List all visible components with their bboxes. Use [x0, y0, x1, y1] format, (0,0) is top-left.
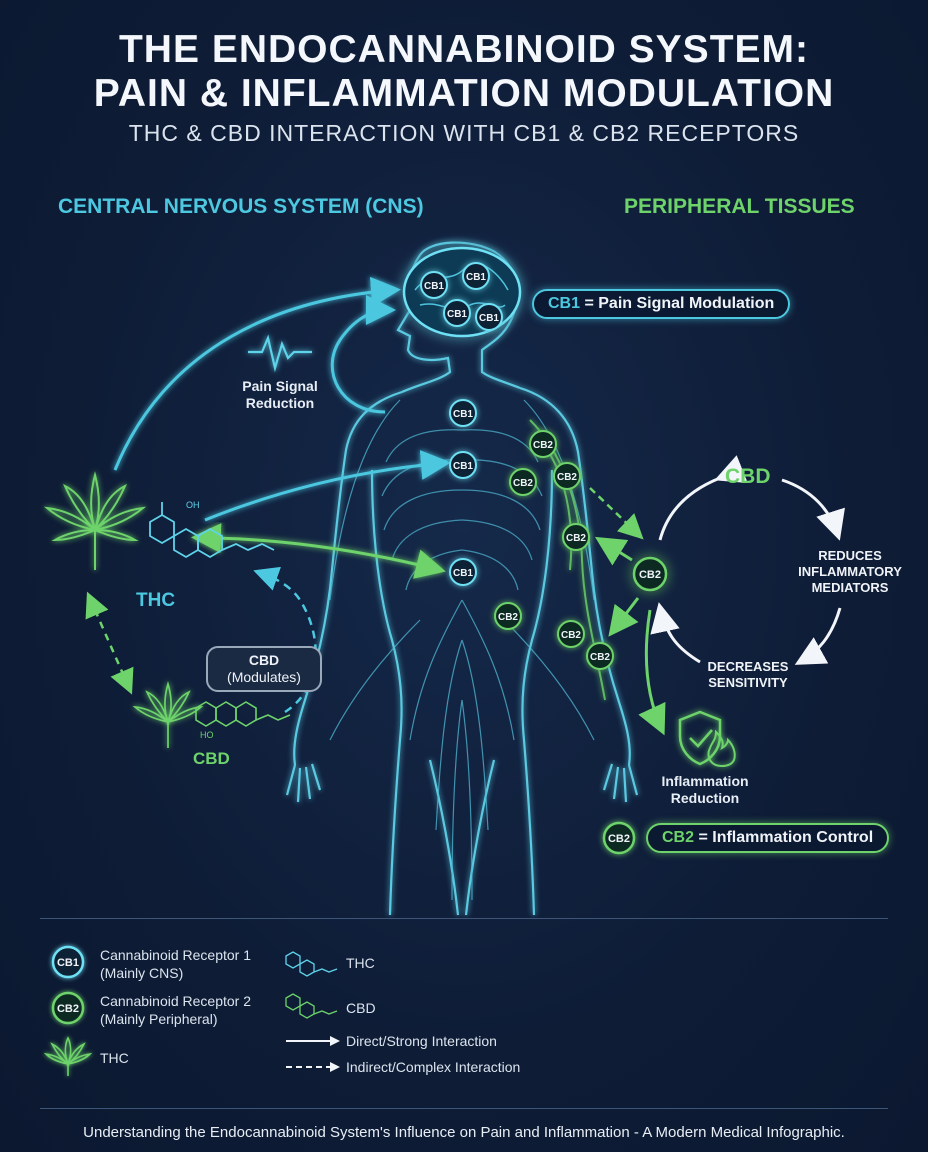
cb2-receptor-main: CB2	[632, 556, 668, 592]
cb1-receptor-spine-1: CB1	[449, 399, 477, 427]
svg-text:CB2: CB2	[557, 472, 577, 483]
legend-cbd-molecule-icon	[285, 993, 338, 1019]
cb2-receptor-5: CB2	[494, 602, 522, 630]
svg-text:CB2: CB2	[57, 1003, 79, 1015]
cb1-receptors: CB1 CB1 CB1 CB1 CB1 CB1 CB1	[420, 262, 503, 586]
svg-text:CB1: CB1	[57, 957, 79, 969]
svg-text:CB2: CB2	[608, 833, 630, 845]
cb2-receptor-3: CB2	[553, 462, 581, 490]
diagram-canvas: CB1 CB1 CB1 CB1 CB1 CB1 CB1 CB2 CB2 CB2 …	[43, 241, 845, 916]
cb2-receptor-7: CB2	[586, 642, 614, 670]
legend-icons: CB1 CB2	[43, 945, 340, 1076]
title-line-1: THE ENDOCANNABINOID SYSTEM:	[118, 28, 810, 71]
thc-label: THC	[136, 590, 176, 611]
cbd-molecule-icon	[195, 701, 291, 727]
legend-cb2-icon: CB2	[51, 991, 85, 1025]
thc-oh-label: OH	[186, 500, 200, 510]
legend-divider	[40, 918, 888, 919]
cb1-receptor-brain-1: CB1	[420, 271, 448, 299]
svg-text:CB2: CB2	[561, 630, 581, 641]
legend-thc-molecule-icon	[285, 951, 338, 977]
cycle-arrow-2	[781, 478, 845, 541]
cb2-receptor-4: CB2	[562, 523, 590, 551]
cannabis-leaf-icon	[43, 471, 147, 570]
legend-cbd-molecule-text: CBD	[346, 1000, 376, 1016]
legend-cb2-text: Cannabinoid Receptor 2 (Mainly Periphera…	[100, 993, 251, 1027]
pulse-wave-icon	[248, 334, 312, 373]
cycle-step-reduces: REDUCES INFLAMMATORY MEDIATORS	[798, 548, 902, 595]
thc-to-cb1-arrow	[204, 450, 451, 522]
cb2-callout: CB2 = Inflammation Control	[646, 823, 890, 853]
cbd-label: CBD	[193, 749, 230, 768]
cb1-callout: CB1 = Pain Signal Modulation	[532, 289, 791, 319]
cb1-receptor-brain-4: CB1	[475, 303, 503, 331]
cannabis-leaf-icon-cbd	[132, 681, 204, 748]
cycle-arrow-1	[658, 455, 748, 541]
cb2-receptor-callout: CB2	[602, 821, 636, 855]
svg-text:CB2: CB2	[498, 612, 518, 623]
footer-divider	[40, 1108, 888, 1109]
svg-text:CB1: CB1	[447, 309, 467, 320]
svg-text:CB1: CB1	[453, 568, 473, 579]
svg-text:CB2: CB2	[533, 440, 553, 451]
legend-thc-leaf-text: THC	[100, 1050, 129, 1066]
svg-text:CB1: CB1	[453, 461, 473, 472]
cbd-modulates-bubble: CBD (Modulates)	[206, 646, 322, 692]
cb1-callout-text: = Pain Signal Modulation	[584, 295, 775, 312]
legend-thc-molecule-text: THC	[346, 955, 375, 971]
svg-text:CB2: CB2	[513, 478, 533, 489]
cycle-arrow-3	[794, 607, 842, 665]
cb1-callout-tag: CB1	[548, 295, 581, 312]
thc-to-brain-arrow	[113, 276, 401, 471]
cbd-ho-label: HO	[200, 730, 214, 740]
legend-thc-leaf-icon	[43, 1036, 93, 1076]
inflammation-reduction-label: Inflammation Reduction	[661, 773, 749, 806]
svg-text:CB1: CB1	[466, 272, 486, 283]
cb2-receptors: CB2 CB2 CB2 CB2 CB2 CB2 CB2 CB2 CB2	[494, 430, 668, 855]
cb1-receptor-brain-3: CB1	[443, 299, 471, 327]
section-cns-heading: CENTRAL NERVOUS SYSTEM (CNS)	[58, 195, 424, 218]
cb2-receptor-6: CB2	[557, 620, 585, 648]
cb2-arrow-down	[608, 597, 640, 637]
thc-molecule-icon	[149, 502, 275, 559]
title-line-2: PAIN & INFLAMMATION MODULATION	[93, 72, 835, 115]
cycle-arrow-4	[650, 602, 701, 664]
thc-cbd-cb1-double-arrow	[191, 523, 446, 579]
legend-indirect-text: Indirect/Complex Interaction	[346, 1059, 521, 1075]
shield-check-icon	[678, 710, 722, 766]
pain-signal-label: Pain Signal Reduction	[242, 378, 318, 411]
svg-text:CB2: CB2	[566, 533, 586, 544]
svg-text:CB1: CB1	[424, 281, 444, 292]
cb2-callout-text: = Inflammation Control	[698, 829, 874, 846]
cycle-step-decreases: DECREASES SENSITIVITY	[707, 659, 789, 690]
cb2-callout-tag: CB2	[662, 829, 695, 846]
cb1-receptor-spine-2: CB1	[449, 451, 477, 479]
cb2-to-inflammation-arrow	[638, 609, 666, 736]
legend-direct-text: Direct/Strong Interaction	[346, 1033, 497, 1049]
cb1-receptor-spine-3: CB1	[449, 558, 477, 586]
cb2-receptor-1: CB2	[529, 430, 557, 458]
legend-cb1-text: Cannabinoid Receptor 1 (Mainly CNS)	[100, 947, 251, 981]
svg-text:CB2: CB2	[590, 652, 610, 663]
thc-cbd-dashed-arrow	[85, 591, 134, 695]
cb2-arrow-up	[594, 536, 633, 566]
cb2-dashed-arrow	[589, 487, 644, 540]
pain-loop-arrow	[330, 295, 396, 414]
flame-icon	[707, 729, 736, 768]
cb1-receptor-brain-2: CB1	[462, 262, 490, 290]
legend-direct-arrow	[286, 1036, 340, 1046]
section-peripheral-heading: PERIPHERAL TISSUES	[624, 195, 855, 218]
subtitle: THC & CBD INTERACTION WITH CB1 & CB2 REC…	[128, 120, 800, 146]
svg-text:CB1: CB1	[453, 409, 473, 420]
footer-caption: Understanding the Endocannabinoid System…	[83, 1124, 845, 1141]
svg-text:CB1: CB1	[479, 313, 499, 324]
cb2-receptor-2: CB2	[509, 468, 537, 496]
legend-cb1-icon: CB1	[51, 945, 85, 979]
cycle-cbd-label: CBD	[725, 465, 771, 488]
legend-indirect-arrow	[286, 1062, 340, 1072]
svg-text:CB2: CB2	[639, 569, 661, 581]
